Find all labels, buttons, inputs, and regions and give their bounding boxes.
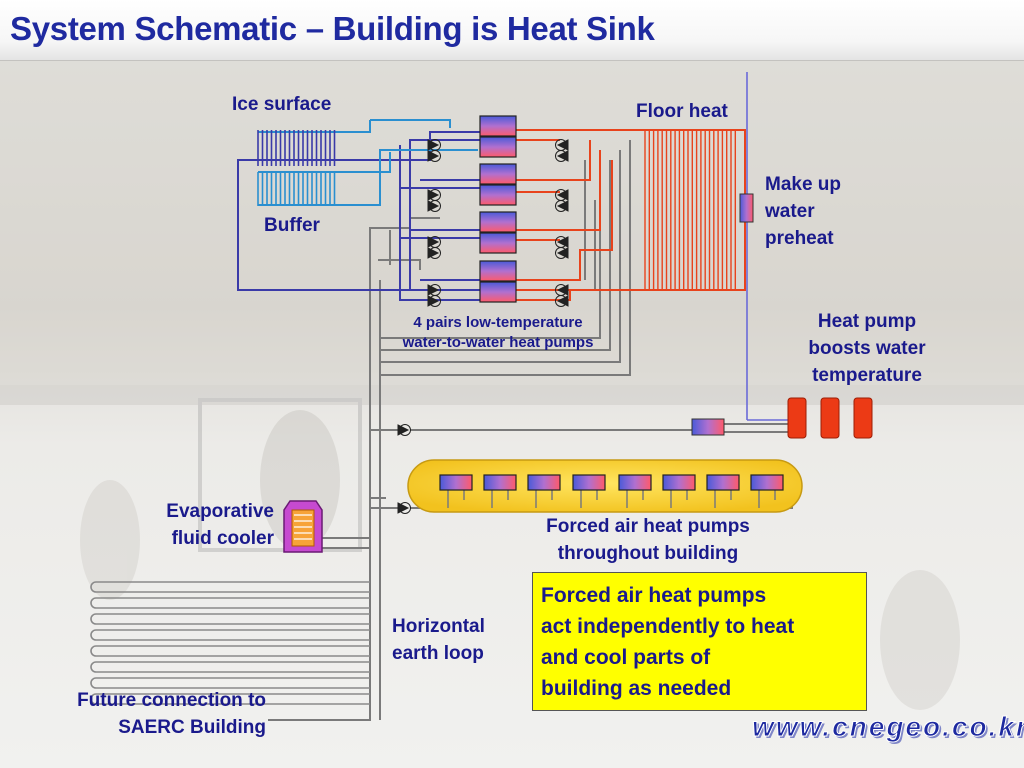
heat-pump-chamber [479,163,517,185]
earth-loop-run [90,693,370,705]
future-connection-line-2: SAERC Building [118,717,266,738]
make-up-water-exchanger [739,193,754,223]
check-valve [397,424,411,436]
forced-air-label: Forced air heat pumps throughout buildin… [512,513,784,567]
note-line-2: act independently to heat [541,615,795,638]
earth-loop-run [90,677,370,689]
booster-heat-pump [820,397,840,439]
evaporative-cooler-label: Evaporative fluid cooler [122,498,274,552]
note-line-3: and cool parts of [541,646,711,669]
low-temp-pumps-line-1: 4 pairs low-temperature [413,314,583,331]
forced-air-line-1: Forced air heat pumps [546,516,750,537]
check-valve [427,200,441,212]
heat-pump-pair [479,211,517,254]
booster-heat-pump [853,397,873,439]
check-valve [555,200,569,212]
evaporative-cooler-icon [283,500,323,553]
make-up-water-line-2: water [765,201,815,222]
earth-loop-line-1: Horizontal [392,616,485,637]
forced-air-unit [618,474,652,508]
grey-return-pipes [268,140,793,721]
forced-air-unit [706,474,740,508]
forced-air-unit [662,474,696,508]
earth-loop-run [90,581,370,593]
heat-pump-boost-line-2: boosts water [808,338,926,359]
website-link[interactable]: www.cnegeo.co.kr [752,711,1024,743]
earth-loop-run [90,645,370,657]
heat-pump-boost-line-1: Heat pump [817,311,917,332]
heat-pump-chamber [479,136,517,158]
check-valve [555,150,569,162]
forced-air-unit [483,474,517,508]
heat-pump-stack [479,115,517,303]
evaporative-cooler-line-2: fluid cooler [171,528,274,549]
horizontal-earth-loop [90,581,370,705]
forced-air-unit [750,474,784,508]
earth-loop-run [90,613,370,625]
heat-pump-boost-line-3: temperature [812,365,922,386]
forced-air-note-box: Forced air heat pumps act independently … [532,572,867,711]
heat-pump-chamber [479,211,517,233]
note-line-4: building as needed [541,677,732,700]
make-up-water-line-3: preheat [765,228,834,249]
make-up-water-label: Make up water preheat [765,171,841,252]
heat-pump-pair [479,115,517,158]
check-valve [427,295,441,307]
forced-air-unit [439,474,473,508]
forced-air-units [439,474,784,508]
check-valve [555,295,569,307]
low-temp-pumps-line-2: water-to-water heat pumps [402,334,594,351]
heat-pump-chamber [479,115,517,137]
future-connection-label: Future connection to SAERC Building [30,687,266,741]
heat-pump-chamber [479,184,517,206]
valve-group [397,139,569,514]
buffer-label: Buffer [264,215,320,236]
heat-pump-chamber [479,232,517,254]
floor-heat-label: Floor heat [636,101,728,122]
title-bar: System Schematic – Building is Heat Sink [0,0,1024,61]
earth-loop-label: Horizontal earth loop [392,613,485,667]
ice-surface-coils [257,130,336,206]
heat-pump-boost-label: Heat pump boosts water temperature [784,308,950,389]
earth-loop-run [90,661,370,673]
make-up-water-line-1: Make up [765,174,842,195]
forced-air-unit [572,474,606,508]
future-connection-line-1: Future connection to [77,690,266,711]
booster-heat-pumps [787,397,873,439]
evaporative-cooler-line-1: Evaporative [166,501,274,522]
booster-heat-exchanger [691,418,725,436]
heat-pump-pair [479,260,517,303]
booster-heat-pump [787,397,807,439]
check-valve [427,150,441,162]
slide-title: System Schematic – Building is Heat Sink [10,10,655,47]
earth-loop-run [90,597,370,609]
heat-pump-chamber [479,281,517,303]
heat-pump-chamber [479,260,517,282]
check-valve [555,247,569,259]
earth-loop-run [90,629,370,641]
forced-air-line-2: throughout building [557,543,739,564]
check-valve [397,502,411,514]
floor-heat-coils [644,130,736,290]
forced-air-unit [527,474,561,508]
check-valve [427,247,441,259]
earth-loop-line-2: earth loop [392,643,484,664]
ice-surface-label: Ice surface [232,94,332,115]
note-line-1: Forced air heat pumps [541,584,767,607]
heat-pump-pair [479,163,517,206]
cold-side-piping [237,131,480,301]
make-up-water-line [746,72,790,421]
low-temp-heat-pumps-label: 4 pairs low-temperature water-to-water h… [382,313,614,353]
